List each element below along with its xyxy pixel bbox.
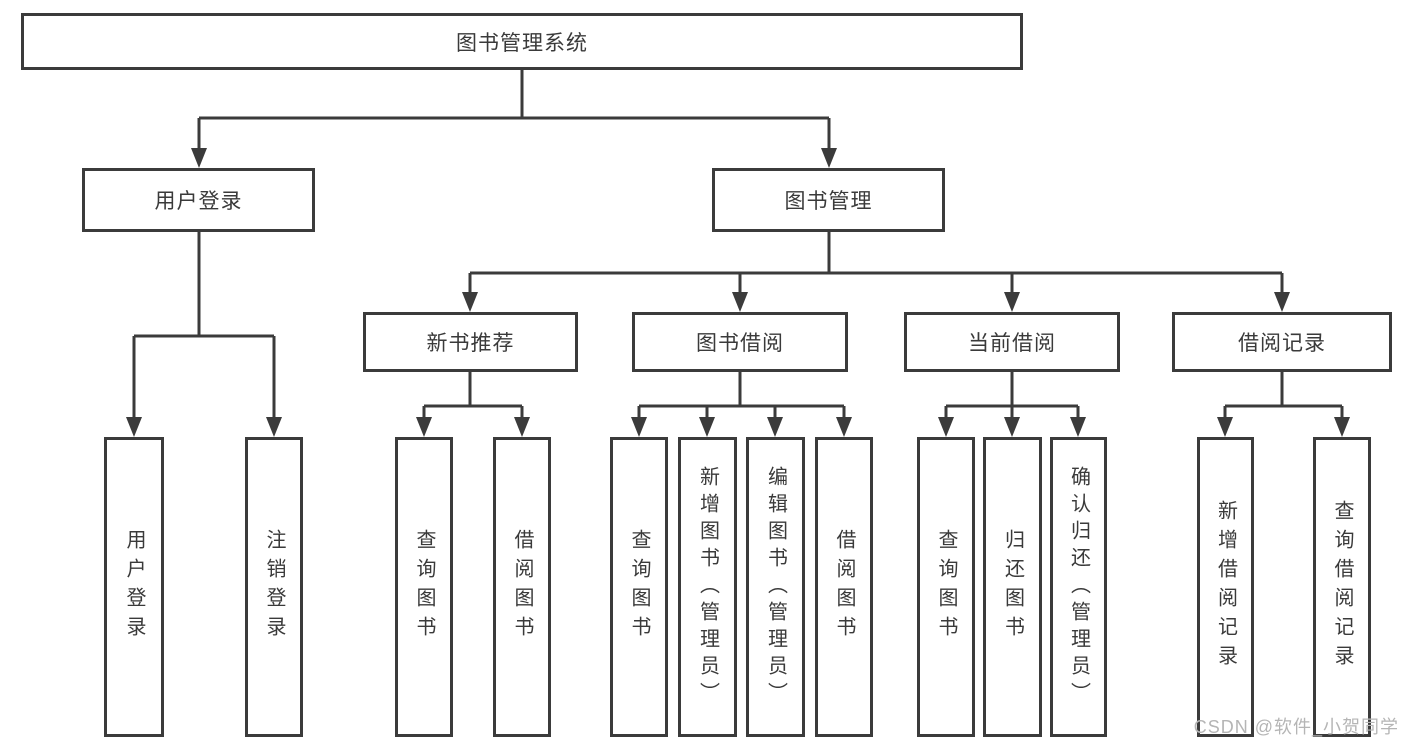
leaf-confirm-return-admin-label: 确认归还（管理员） (1067, 465, 1090, 709)
arrow-icon (126, 417, 142, 437)
leaf-return-book: 归还图书 (983, 437, 1042, 737)
arrow-icon (514, 417, 530, 437)
watermark: CSDN @软件_小贺同学 (1193, 717, 1399, 737)
connector-book-management-to-level3 (468, 232, 1284, 296)
connector-borrowing-records-to-leaves (1223, 372, 1344, 421)
arrow-icon (266, 417, 282, 437)
node-borrowing-records-label: 借阅记录 (1238, 332, 1326, 355)
connector-root-to-level2 (197, 70, 831, 152)
leaf-edit-book-admin: 编辑图书（管理员） (746, 437, 805, 737)
leaf-user-login-label: 用户登录 (123, 529, 145, 645)
node-root-label: 图书管理系统 (456, 31, 588, 55)
arrow-icon (732, 292, 748, 312)
arrow-icon (767, 417, 783, 437)
arrow-icon (191, 148, 207, 168)
leaf-query-borrow-record: 查询借阅记录 (1313, 437, 1371, 737)
node-current-borrowing: 当前借阅 (904, 312, 1120, 372)
leaf-logout-label: 注销登录 (263, 529, 285, 645)
leaf-recommend-query-book-label: 查询图书 (413, 529, 435, 645)
connector-book-borrowing-to-leaves (637, 372, 846, 421)
leaf-recommend-borrow-book: 借阅图书 (493, 437, 551, 737)
node-user-login-label: 用户登录 (154, 190, 243, 213)
node-book-management: 图书管理 (712, 168, 945, 232)
arrow-icon (1004, 417, 1020, 437)
arrow-icon (836, 417, 852, 437)
connector-paths (132, 70, 1344, 421)
node-book-management-label: 图书管理 (784, 190, 873, 213)
connector-new-book-recommend-to-leaves (422, 372, 524, 421)
arrow-icon (1274, 292, 1290, 312)
arrowheads (126, 148, 1350, 437)
leaf-edit-book-admin-label: 编辑图书（管理员） (764, 465, 787, 709)
node-user-login: 用户登录 (82, 168, 315, 232)
node-borrowing-records: 借阅记录 (1172, 312, 1392, 372)
arrow-icon (938, 417, 954, 437)
arrow-icon (462, 292, 478, 312)
leaf-add-book-admin-label: 新增图书（管理员） (696, 465, 719, 709)
leaf-borrowing-borrow-book: 借阅图书 (815, 437, 873, 737)
arrow-icon (1217, 417, 1233, 437)
node-current-borrowing-label: 当前借阅 (968, 332, 1056, 355)
leaf-return-book-label: 归还图书 (1001, 529, 1024, 645)
node-book-borrowing: 图书借阅 (632, 312, 848, 372)
leaf-borrowing-borrow-book-label: 借阅图书 (833, 529, 855, 645)
arrow-icon (416, 417, 432, 437)
leaf-query-borrow-record-label: 查询借阅记录 (1331, 500, 1353, 674)
connector-current-borrowing-to-leaves (944, 372, 1080, 421)
leaf-current-query-book-label: 查询图书 (935, 529, 957, 645)
leaf-confirm-return-admin: 确认归还（管理员） (1050, 437, 1107, 737)
node-new-book-recommend-label: 新书推荐 (426, 332, 515, 355)
leaf-borrowing-query-book: 查询图书 (610, 437, 668, 737)
leaf-borrowing-query-book-label: 查询图书 (628, 529, 650, 645)
arrow-icon (1004, 292, 1020, 312)
leaf-add-book-admin: 新增图书（管理员） (678, 437, 737, 737)
leaf-recommend-query-book: 查询图书 (395, 437, 453, 737)
leaf-add-borrow-record-label: 新增借阅记录 (1214, 500, 1237, 674)
arrow-icon (699, 417, 715, 437)
arrow-icon (1334, 417, 1350, 437)
node-new-book-recommend: 新书推荐 (363, 312, 578, 372)
connector-user-login-to-leaves (132, 232, 276, 421)
leaf-logout: 注销登录 (245, 437, 303, 737)
arrow-icon (821, 148, 837, 168)
leaf-user-login: 用户登录 (104, 437, 164, 737)
node-book-borrowing-label: 图书借阅 (696, 332, 784, 355)
leaf-current-query-book: 查询图书 (917, 437, 975, 737)
arrow-icon (1070, 417, 1086, 437)
node-root: 图书管理系统 (21, 13, 1023, 70)
arrow-icon (631, 417, 647, 437)
leaf-recommend-borrow-book-label: 借阅图书 (511, 529, 533, 645)
leaf-add-borrow-record: 新增借阅记录 (1197, 437, 1254, 737)
